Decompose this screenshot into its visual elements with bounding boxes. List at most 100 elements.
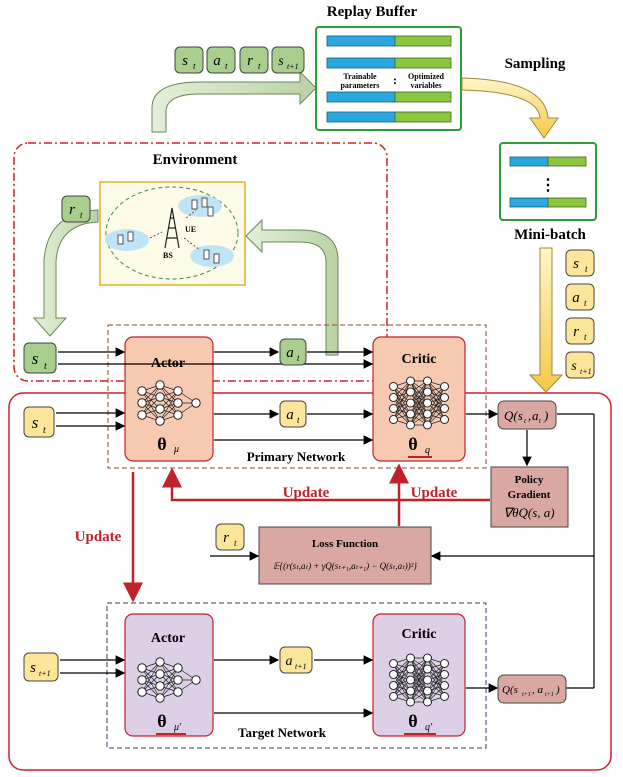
nn-edge — [410, 391, 428, 426]
nn-node — [406, 686, 415, 696]
minibatch-label: Mini-batch — [514, 227, 586, 243]
svg-text:t: t — [43, 425, 46, 436]
svg-text:Loss Function: Loss Function — [312, 538, 378, 550]
bs-label: BS — [163, 251, 173, 260]
nn-node — [406, 664, 415, 674]
nn-node — [440, 692, 449, 701]
nn-edge — [393, 380, 411, 409]
sampling-label: Sampling — [505, 56, 566, 72]
loss-reward: r t — [215, 523, 245, 551]
nn-edge — [393, 657, 411, 686]
svg-text:t: t — [297, 353, 300, 363]
nn-node — [173, 687, 183, 697]
env-reward: r t — [61, 195, 91, 223]
svg-text:a: a — [286, 654, 293, 669]
mb-snext: s — [571, 359, 577, 374]
mb-s: s — [573, 256, 579, 272]
nn-node — [155, 404, 165, 414]
minibatch-dots: ⋮ — [540, 177, 556, 194]
buffer-right-caption-1: Optimized — [408, 72, 445, 81]
svg-text:Critic: Critic — [402, 627, 437, 642]
mb-s-sub: t — [585, 264, 588, 274]
nn-node — [155, 416, 165, 426]
svg-text:): ) — [543, 408, 548, 423]
target-action: a t+1 — [279, 646, 313, 674]
nn-node — [423, 653, 432, 663]
nn-node — [137, 410, 147, 420]
svg-text:θ: θ — [408, 434, 417, 454]
nn-node — [423, 675, 432, 685]
nn-node — [389, 681, 398, 690]
target-critic: Critic θ q' — [372, 613, 466, 737]
svg-text:t: t — [297, 415, 300, 425]
svg-text:Q(s: Q(s — [504, 408, 523, 423]
nn-node — [155, 669, 165, 679]
nn-node — [389, 692, 398, 701]
nn-node — [191, 398, 201, 408]
nn-node — [155, 657, 165, 667]
nn-node — [406, 409, 415, 419]
svg-text:): ) — [555, 684, 560, 696]
nn-edge — [427, 397, 445, 426]
svg-text:a: a — [213, 53, 221, 69]
svg-text:Actor: Actor — [151, 631, 185, 646]
target-arrows — [60, 655, 594, 718]
primary-state-yellow: s t — [23, 406, 55, 438]
nn-node — [406, 420, 415, 430]
nn-node — [423, 376, 432, 386]
nn-node — [406, 697, 415, 707]
transition-tuple: s t a t r t s t+1 — [174, 46, 305, 74]
nn-node — [406, 387, 415, 397]
env-state: s t — [23, 342, 57, 374]
mb-a: a — [572, 290, 580, 306]
buffer-dots: : — [393, 73, 397, 87]
nn-edge — [410, 679, 428, 703]
nn-edge — [393, 391, 411, 420]
nn-node — [137, 398, 147, 408]
svg-text:t+1: t+1 — [295, 662, 307, 671]
primary-critic: Critic θ q — [372, 336, 466, 462]
nn-edge — [410, 668, 428, 703]
nn-node — [423, 409, 432, 419]
svg-text:t: t — [193, 61, 196, 71]
action-arrow — [245, 218, 339, 356]
ue-label: UE — [185, 225, 196, 234]
nn-node — [440, 659, 449, 668]
nn-node — [173, 675, 183, 685]
mb-r: r — [573, 324, 579, 340]
nn-edge — [427, 386, 445, 415]
nn-node — [173, 663, 183, 673]
nn-node — [173, 398, 183, 408]
update-label-target: Update — [75, 529, 122, 545]
update-label-right: Update — [411, 485, 458, 501]
nn-edge — [410, 380, 428, 426]
nn-node — [389, 382, 398, 391]
sampling-arrow — [461, 77, 559, 139]
nn-node — [173, 410, 183, 420]
nn-node — [423, 398, 432, 408]
base-station-icon — [164, 207, 180, 249]
svg-text:t+1: t+1 — [287, 62, 299, 71]
svg-text:,: , — [528, 408, 531, 423]
svg-text:r: r — [69, 202, 75, 218]
svg-text:t: t — [524, 417, 527, 425]
svg-text:s: s — [30, 660, 36, 676]
update-label-left: Update — [283, 485, 330, 501]
nn-edge — [410, 657, 428, 681]
nn-node — [137, 687, 147, 697]
primary-action-yellow: a t — [279, 400, 307, 428]
target-network-title: Target Network — [238, 725, 327, 740]
svg-text:a: a — [286, 345, 294, 361]
nn-node — [440, 393, 449, 402]
replay-buffer-box: Trainable parameters : Optimized variabl… — [315, 26, 462, 131]
nn-edge — [159, 390, 179, 422]
nn-node — [406, 376, 415, 386]
nn-node — [406, 653, 415, 663]
primary-network-box — [107, 324, 487, 469]
nn-edge — [393, 657, 411, 697]
svg-text:μ: μ — [173, 444, 179, 455]
nn-edge — [141, 661, 161, 693]
nn-node — [440, 415, 449, 424]
svg-text:t: t — [80, 210, 83, 220]
primary-network-title: Primary Network — [247, 449, 346, 464]
